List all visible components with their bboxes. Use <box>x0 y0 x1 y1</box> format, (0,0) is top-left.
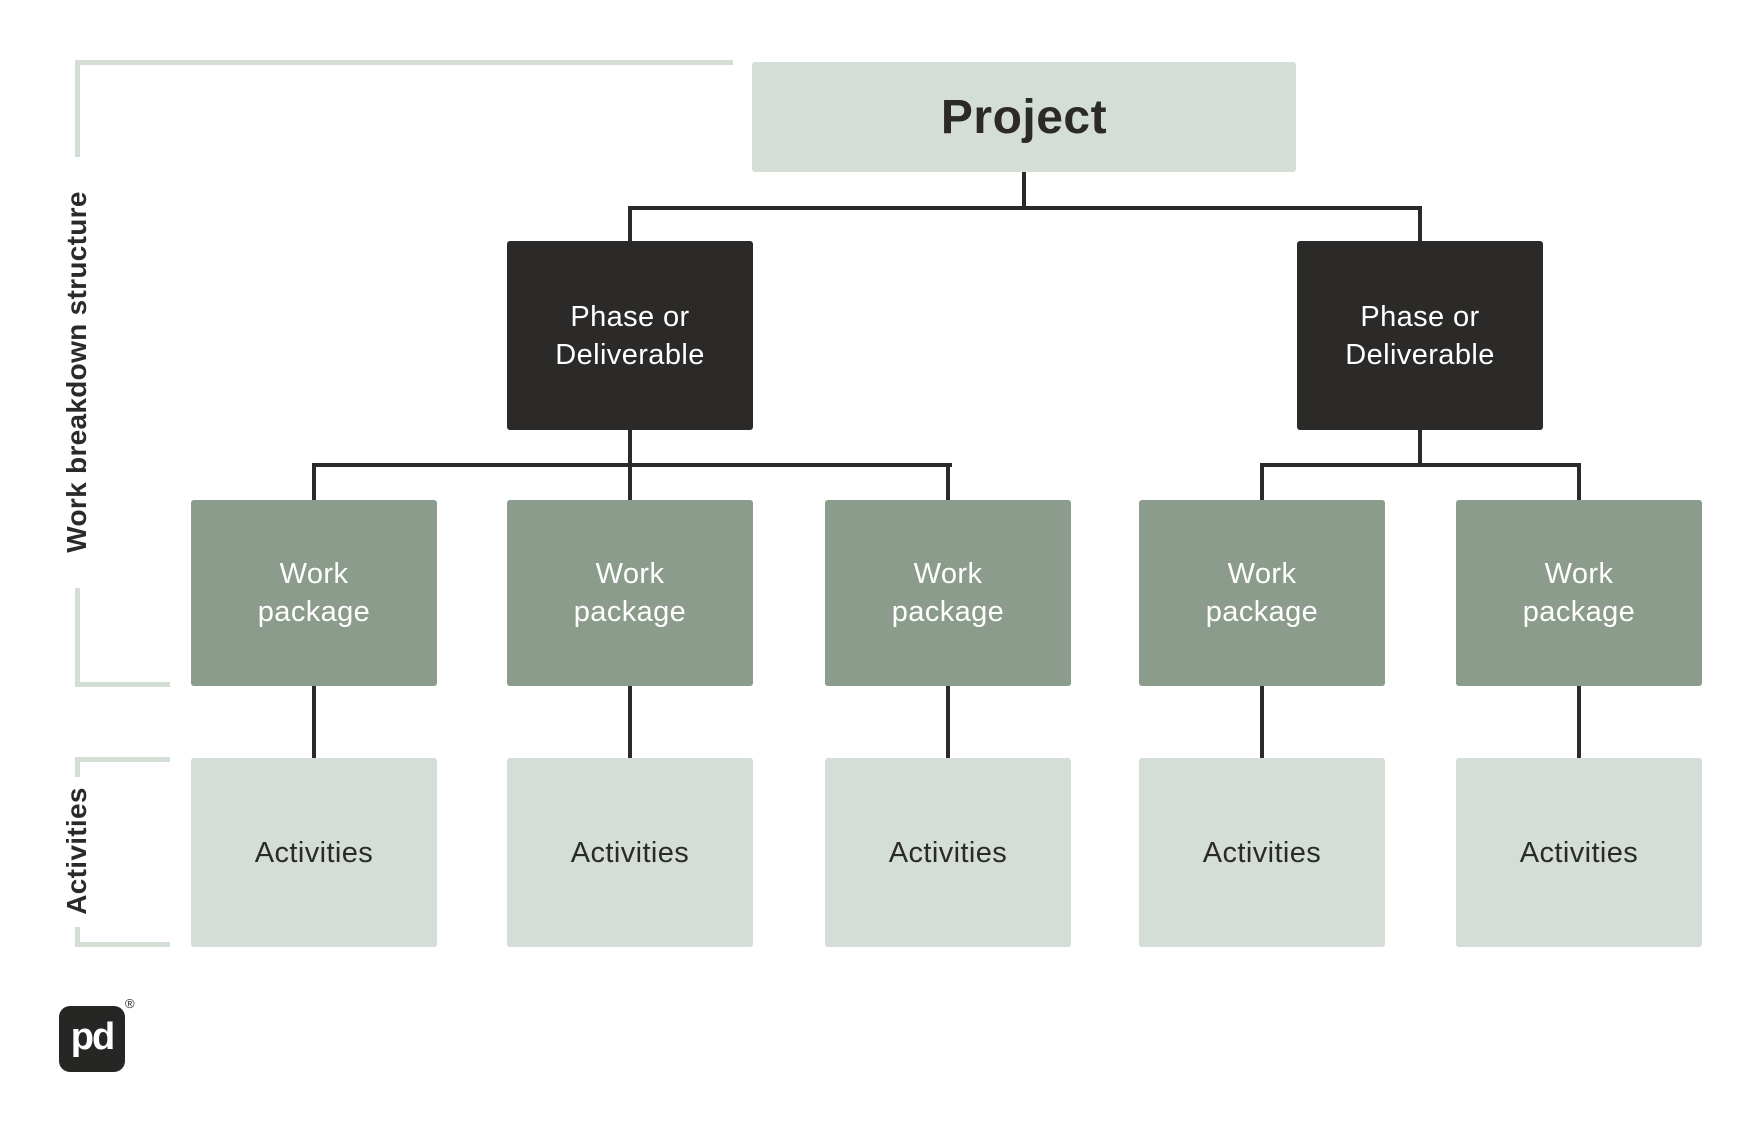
activities-node-5: Activities <box>1456 758 1702 947</box>
work-package-node-2: Work package <box>507 500 753 686</box>
activities-node-2-label: Activities <box>570 836 690 869</box>
pandadoc-logo-icon: pd <box>59 1006 125 1072</box>
activities-bracket-bottom-line <box>75 942 170 947</box>
connector-phase1-in <box>628 208 632 241</box>
connector-project-down <box>1022 172 1026 210</box>
activities-node-3-label: Activities <box>888 836 1008 869</box>
connector-wp5-in <box>1577 465 1581 500</box>
activities-node-4: Activities <box>1139 758 1385 947</box>
connector-act3-in <box>946 686 950 758</box>
phase-node-2-label: Phase or Deliverable <box>1345 300 1495 371</box>
phase-node-1: Phase or Deliverable <box>507 241 753 430</box>
wbs-bracket-top-line <box>75 60 733 65</box>
work-package-node-3: Work package <box>825 500 1071 686</box>
connector-left-bar <box>312 463 952 467</box>
work-package-node-4-label: Work package <box>1205 558 1319 628</box>
project-node-label: Project <box>940 90 1108 144</box>
wbs-side-label: Work breakdown structure <box>61 191 92 553</box>
work-package-node-4: Work package <box>1139 500 1385 686</box>
connector-wp2-in <box>628 465 632 500</box>
work-package-node-3-label: Work package <box>891 558 1005 628</box>
connector-phase2-down <box>1418 430 1422 465</box>
activities-side-label: Activities <box>61 787 92 915</box>
work-package-node-5: Work package <box>1456 500 1702 686</box>
connector-wp4-in <box>1260 465 1264 500</box>
connector-wp1-in <box>312 465 316 500</box>
connector-act4-in <box>1260 686 1264 758</box>
registered-trademark-symbol: ® <box>125 996 135 1011</box>
pandadoc-logo: pd ® <box>59 996 141 1084</box>
activities-bracket-vertical-lower <box>75 927 80 947</box>
activities-node-4-label: Activities <box>1202 836 1322 869</box>
activities-bracket-vertical-upper <box>75 757 80 777</box>
pandadoc-logo-monogram: pd <box>70 1016 115 1058</box>
connector-act2-in <box>628 686 632 758</box>
activities-bracket-top-line <box>75 757 170 762</box>
work-package-node-5-label: Work package <box>1522 558 1636 628</box>
phase-node-1-label: Phase or Deliverable <box>555 300 705 371</box>
wbs-bracket-bottom-line <box>75 682 170 687</box>
activities-node-1-label: Activities <box>254 836 374 869</box>
connector-act1-in <box>312 686 316 758</box>
connector-top-bar <box>628 206 1422 210</box>
project-node: Project <box>752 62 1296 172</box>
activities-node-3: Activities <box>825 758 1071 947</box>
connector-wp3-in <box>946 465 950 500</box>
connector-right-bar <box>1260 463 1581 467</box>
connector-phase2-in <box>1418 208 1422 241</box>
work-package-node-1-label: Work package <box>257 558 371 628</box>
activities-node-2: Activities <box>507 758 753 947</box>
connector-phase1-down <box>628 430 632 465</box>
wbs-bracket-vertical-upper <box>75 60 80 157</box>
work-package-node-1: Work package <box>191 500 437 686</box>
wbs-bracket-vertical-lower <box>75 588 80 687</box>
connector-act5-in <box>1577 686 1581 758</box>
activities-node-5-label: Activities <box>1519 836 1639 869</box>
phase-node-2: Phase or Deliverable <box>1297 241 1543 430</box>
work-package-node-2-label: Work package <box>573 558 687 628</box>
activities-node-1: Activities <box>191 758 437 947</box>
